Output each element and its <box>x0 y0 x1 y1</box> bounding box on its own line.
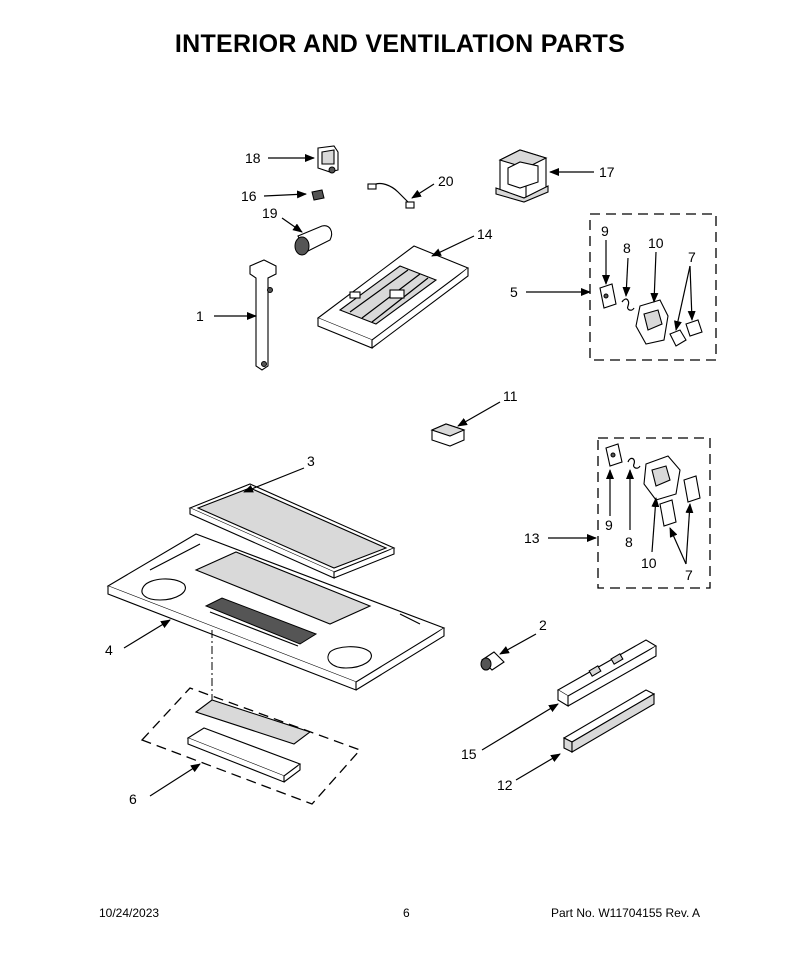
callout-4: 4 <box>105 642 113 658</box>
callout-19: 19 <box>262 205 278 221</box>
part-5-bracket-10 <box>635 299 669 345</box>
callout-5-7: 7 <box>688 249 696 265</box>
callout-13: 13 <box>524 530 540 546</box>
callout-1: 1 <box>196 308 204 324</box>
part-13-switch-9 <box>605 443 623 467</box>
part-20-wire <box>367 182 415 209</box>
callout-13-7: 7 <box>685 567 693 583</box>
callout-13-9: 9 <box>605 517 613 533</box>
part-13-switch-7a <box>683 475 701 503</box>
callout-3: 3 <box>307 453 315 469</box>
part-15-board <box>556 639 658 707</box>
callout-18: 18 <box>245 150 261 166</box>
callout-2: 2 <box>539 617 547 633</box>
part-1-bracket <box>249 259 277 371</box>
part-6-grille <box>186 699 312 783</box>
part-5-switch-9 <box>599 283 617 309</box>
callout-5: 5 <box>510 284 518 300</box>
callout-6: 6 <box>129 791 137 807</box>
page-title: INTERIOR AND VENTILATION PARTS <box>174 30 626 58</box>
part-13-spring-8 <box>627 457 641 469</box>
callout-17: 17 <box>599 164 615 180</box>
callout-14: 14 <box>477 226 493 242</box>
part-13-bracket-10 <box>643 455 681 501</box>
callout-15: 15 <box>461 746 477 762</box>
footer-page-number: 6 <box>403 906 410 920</box>
part-18-bracket <box>317 145 339 174</box>
callout-12: 12 <box>497 777 513 793</box>
part-3-filter <box>188 483 396 579</box>
callout-13-8: 8 <box>625 534 633 550</box>
callout-16: 16 <box>241 188 257 204</box>
part-11-switch <box>430 423 466 447</box>
callout-5-10: 10 <box>648 235 664 251</box>
part-5-switch-7a <box>669 329 687 347</box>
callout-13-10: 10 <box>641 555 657 571</box>
part-2-plug <box>480 651 505 671</box>
callout-5-8: 8 <box>623 240 631 256</box>
footer-part-number: Part No. W11704155 Rev. A <box>551 906 700 920</box>
part-14-mounting-plate <box>316 245 470 349</box>
part-5-spring-8 <box>621 298 635 311</box>
part-16-clip <box>311 189 325 201</box>
part-12-bar <box>562 689 656 753</box>
callout-5-9: 9 <box>601 223 609 239</box>
callout-11: 11 <box>503 388 518 404</box>
part-13-switch-7b <box>659 499 677 527</box>
part-5-switch-7b <box>685 319 703 337</box>
part-4-vent-panel <box>106 533 446 691</box>
part-17-transformer <box>495 149 549 203</box>
footer-date: 10/24/2023 <box>99 906 160 920</box>
part-19-capacitor <box>294 225 333 256</box>
callout-20: 20 <box>438 173 454 189</box>
